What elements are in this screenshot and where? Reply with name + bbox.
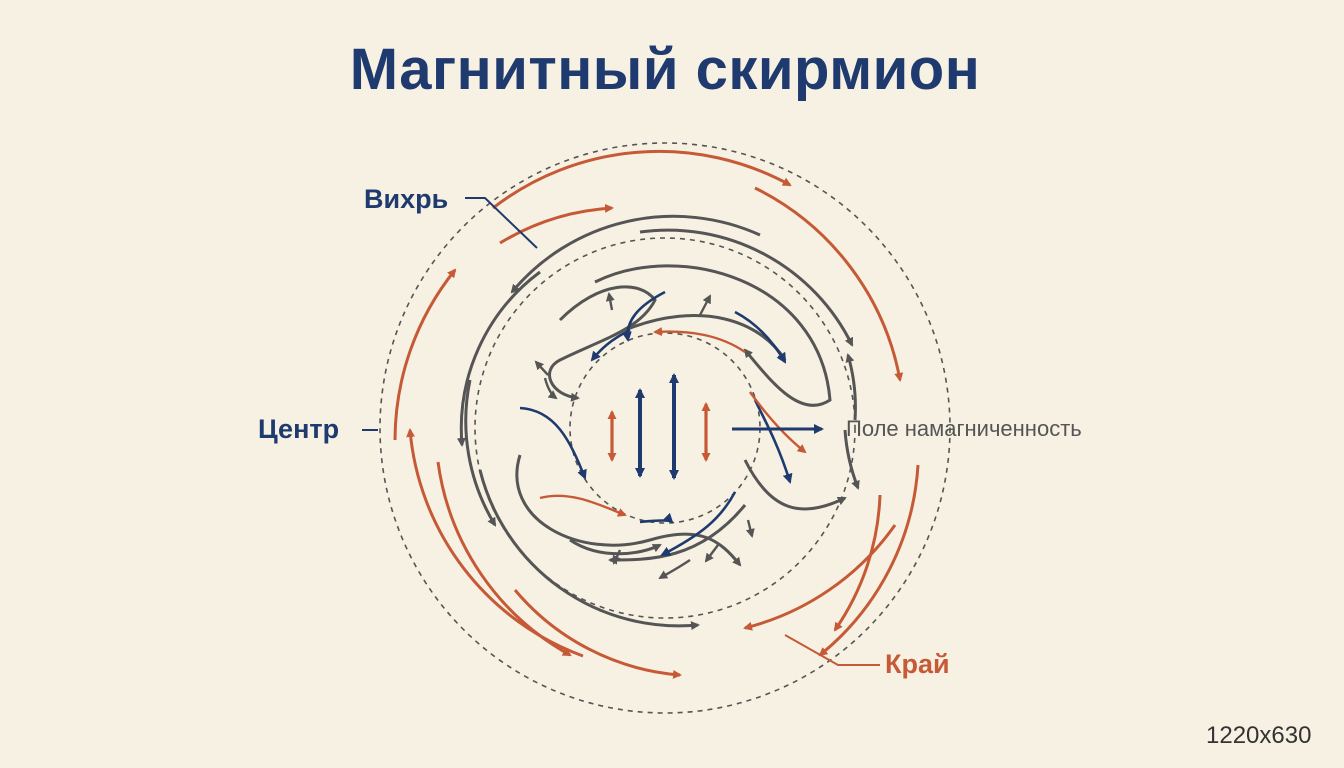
edge-label: Край bbox=[885, 649, 950, 679]
center-label: Центр bbox=[258, 414, 340, 444]
dimensions-text: 1220x630 bbox=[1206, 722, 1312, 749]
small-vortex-arrows bbox=[534, 292, 755, 580]
core-arrows bbox=[607, 373, 711, 480]
page-title: Магнитный скирмион bbox=[349, 37, 981, 102]
edge-leader-line bbox=[784, 634, 880, 666]
field-label: Поле намагниченность bbox=[846, 416, 1082, 441]
magnetization-arrows bbox=[519, 290, 793, 557]
core-boundary-circle bbox=[569, 332, 761, 524]
edge-arrows bbox=[393, 149, 920, 679]
middle-boundary-circle bbox=[474, 237, 856, 619]
vortex-arrows bbox=[456, 214, 860, 631]
leader-lines bbox=[362, 197, 880, 666]
vortex-label: Вихрь bbox=[364, 184, 449, 214]
vortex-leader-line bbox=[465, 197, 538, 249]
outer-boundary-circle bbox=[379, 142, 951, 714]
